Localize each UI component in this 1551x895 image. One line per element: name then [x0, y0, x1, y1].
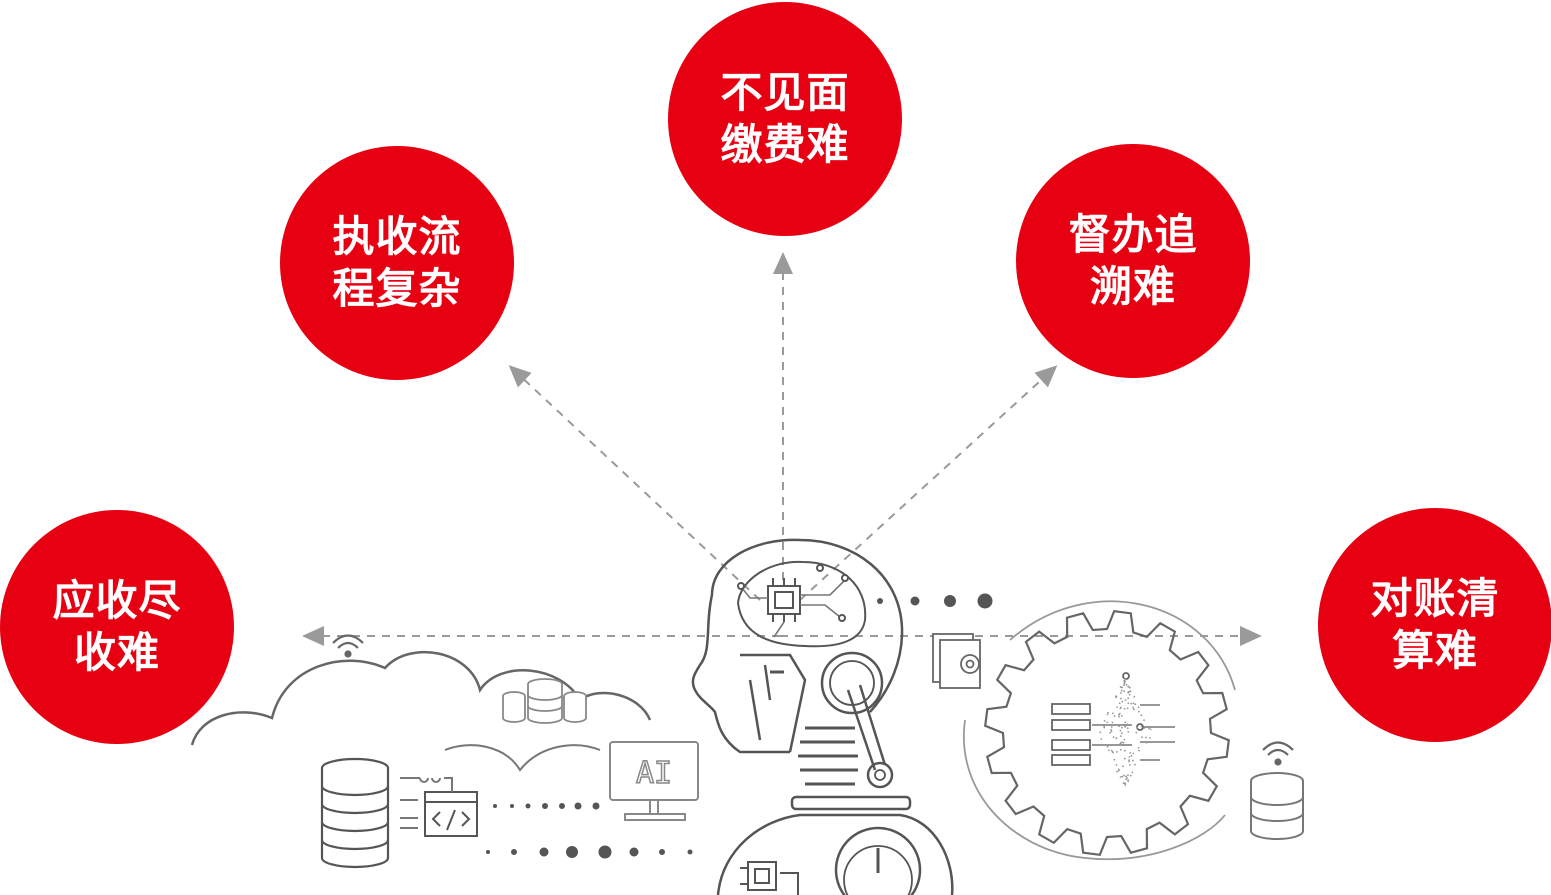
chip-icon	[740, 861, 799, 895]
arrow-to-upper-left	[508, 365, 761, 601]
bubble-top: 不见面 缴费难	[668, 2, 902, 236]
database-icon	[1250, 772, 1304, 840]
bubble-label: 不见面 缴费难	[720, 68, 850, 169]
ai-monitor-icon	[609, 741, 699, 821]
document-gear-icon	[932, 633, 981, 689]
wifi-icon	[1262, 741, 1294, 766]
monitor-text: AI	[636, 756, 672, 791]
bubble-left: 应收尽 收难	[0, 510, 234, 744]
database-icon	[502, 678, 587, 724]
arrow-to-upper-right	[799, 365, 1058, 601]
wifi-icon	[332, 634, 364, 658]
server-icon	[1051, 672, 1175, 766]
bubble-upper-left: 执收流 程复杂	[280, 146, 514, 380]
code-window-icon	[400, 777, 478, 837]
bubble-label: 执收流 程复杂	[332, 212, 462, 313]
robot-head-icon	[691, 538, 954, 895]
bubble-label: 应收尽 收难	[52, 576, 182, 677]
bubble-upper-right: 督办追 溯难	[1016, 144, 1250, 378]
bubble-label: 对账清 算难	[1370, 574, 1500, 675]
bubble-right: 对账清 算难	[1318, 508, 1551, 742]
database-icon	[320, 757, 390, 869]
gear-icon	[962, 600, 1236, 860]
bubble-label: 督办追 溯难	[1068, 210, 1198, 311]
dotted-lines	[486, 593, 993, 859]
chip-icon	[737, 564, 849, 638]
particle-cloud	[1099, 677, 1152, 786]
